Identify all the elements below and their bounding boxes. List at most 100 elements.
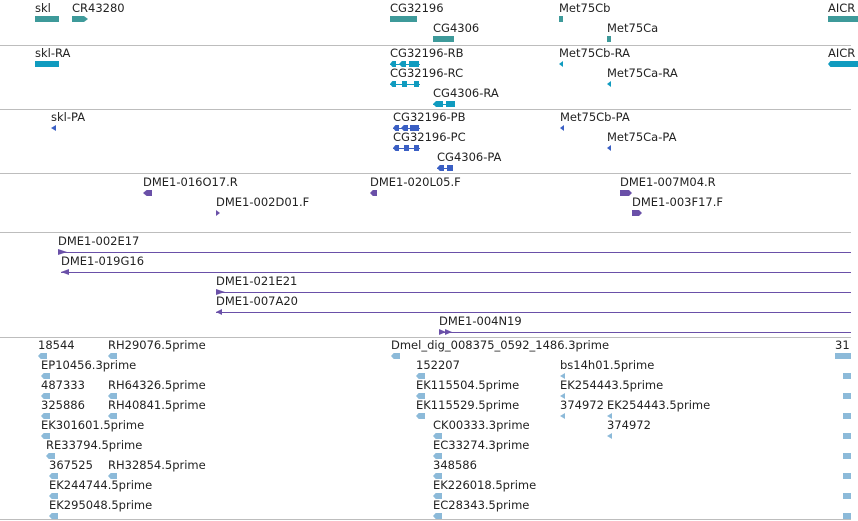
est-glyph[interactable] [41, 393, 50, 399]
bac-clone-line[interactable] [216, 292, 851, 293]
transcript-glyph[interactable] [559, 61, 563, 67]
est-glyph[interactable] [607, 413, 612, 419]
track-divider [0, 45, 851, 46]
transcript-glyph[interactable] [828, 61, 858, 67]
est-label: RE33794.5prime [46, 438, 143, 452]
protein-label: skl-PA [51, 110, 86, 124]
bac-end-glyph[interactable] [143, 190, 152, 196]
est-glyph[interactable] [108, 473, 117, 479]
est-glyph[interactable] [843, 453, 851, 459]
bac-end-glyph[interactable] [216, 210, 220, 216]
est-glyph[interactable] [843, 373, 851, 379]
bac-end-glyph[interactable] [632, 210, 642, 216]
est-glyph[interactable] [49, 473, 58, 479]
transcript-intron-line [433, 104, 455, 105]
est-glyph[interactable] [560, 413, 565, 419]
est-glyph[interactable] [416, 413, 425, 419]
est-label: RH32854.5prime [108, 458, 206, 472]
bac-clone-line[interactable] [61, 272, 851, 273]
gene-glyph[interactable] [433, 36, 454, 42]
transcript-exon[interactable] [390, 61, 396, 67]
transcript-exon[interactable] [414, 81, 419, 87]
gene-glyph[interactable] [607, 36, 611, 42]
transcript-glyph[interactable] [35, 61, 59, 67]
est-label: EP10456.3prime [41, 358, 137, 372]
est-glyph[interactable] [41, 373, 50, 379]
bac-clone-line[interactable] [216, 312, 851, 313]
transcript-glyph[interactable] [607, 81, 611, 87]
est-label: EK301601.5prime [41, 418, 145, 432]
track-divider [0, 337, 851, 338]
transcript-exon[interactable] [446, 101, 455, 107]
est-label: CK00333.3prime [433, 418, 530, 432]
transcript-exon[interactable] [390, 81, 396, 87]
est-glyph[interactable] [843, 393, 851, 399]
est-glyph[interactable] [416, 373, 425, 379]
est-glyph[interactable] [49, 513, 58, 519]
gene-glyph[interactable] [35, 16, 59, 22]
est-glyph[interactable] [108, 353, 117, 359]
bac-clones-track: DME1-002E17 DME1-019G16 DME1-021E21 DME1… [0, 233, 851, 337]
track-divider [0, 519, 851, 520]
protein-exon[interactable] [414, 145, 419, 151]
est-glyph[interactable] [433, 453, 442, 459]
protein-exon[interactable] [410, 125, 419, 131]
bac-end-glyph[interactable] [370, 190, 377, 196]
protein-exon[interactable] [437, 165, 444, 171]
gene-label: Met75Cb [559, 1, 611, 15]
est-glyph[interactable] [108, 413, 117, 419]
est-glyph[interactable] [607, 433, 612, 439]
est-label: 31 [835, 338, 850, 352]
gene-glyph[interactable] [559, 16, 563, 22]
est-glyph[interactable] [433, 433, 442, 439]
bac-ends-track: DME1-016O17.R DME1-002D01.F DME1-020L05.… [0, 174, 851, 232]
est-glyph[interactable] [391, 353, 400, 359]
gene-glyph[interactable] [390, 16, 417, 22]
est-glyph[interactable] [843, 513, 851, 519]
bac-clone-label: DME1-004N19 [439, 314, 522, 328]
est-glyph[interactable] [41, 433, 50, 439]
protein-exon[interactable] [393, 145, 399, 151]
bac-clone-line[interactable] [439, 332, 851, 333]
protein-glyph[interactable] [560, 125, 564, 131]
protein-exon[interactable] [393, 125, 399, 131]
est-glyph[interactable] [49, 493, 58, 499]
est-label: EK115504.5prime [416, 378, 520, 392]
est-glyph[interactable] [560, 373, 565, 379]
est-glyph[interactable] [46, 453, 55, 459]
est-glyph[interactable] [108, 393, 117, 399]
est-glyph[interactable] [843, 493, 851, 499]
gene-glyph[interactable] [72, 16, 88, 22]
transcript-exon[interactable] [399, 61, 406, 67]
est-glyph[interactable] [843, 473, 851, 479]
gene-label: CR43280 [72, 1, 125, 15]
protein-exon[interactable] [447, 165, 453, 171]
transcript-exon[interactable] [402, 81, 407, 87]
bac-end-glyph[interactable] [620, 190, 632, 196]
est-label: EK226018.5prime [433, 478, 537, 492]
protein-label: CG4306-PA [437, 150, 502, 164]
protein-exon[interactable] [401, 125, 408, 131]
bac-clone-line[interactable] [58, 252, 851, 253]
protein-glyph[interactable] [51, 125, 56, 131]
est-glyph[interactable] [38, 353, 47, 359]
est-glyph[interactable] [41, 413, 50, 419]
est-glyph[interactable] [433, 473, 442, 479]
est-glyph[interactable] [560, 393, 565, 399]
est-glyph[interactable] [433, 493, 442, 499]
transcript-label: Met75Cb-RA [559, 46, 631, 60]
protein-glyph[interactable] [607, 145, 611, 151]
gene-label: CG32196 [390, 1, 444, 15]
est-glyph[interactable] [433, 513, 442, 519]
transcript-exon[interactable] [433, 101, 443, 107]
est-glyph[interactable] [835, 353, 851, 359]
est-glyph[interactable] [843, 433, 851, 439]
transcript-label: Met75Ca-RA [607, 66, 678, 80]
est-glyph[interactable] [416, 393, 425, 399]
transcript-label: CG32196-RC [390, 66, 464, 80]
gene-glyph[interactable] [828, 16, 858, 22]
protein-exon[interactable] [404, 145, 409, 151]
transcript-exon[interactable] [409, 61, 419, 67]
protein-intron-line [437, 168, 453, 169]
est-glyph[interactable] [843, 413, 851, 419]
